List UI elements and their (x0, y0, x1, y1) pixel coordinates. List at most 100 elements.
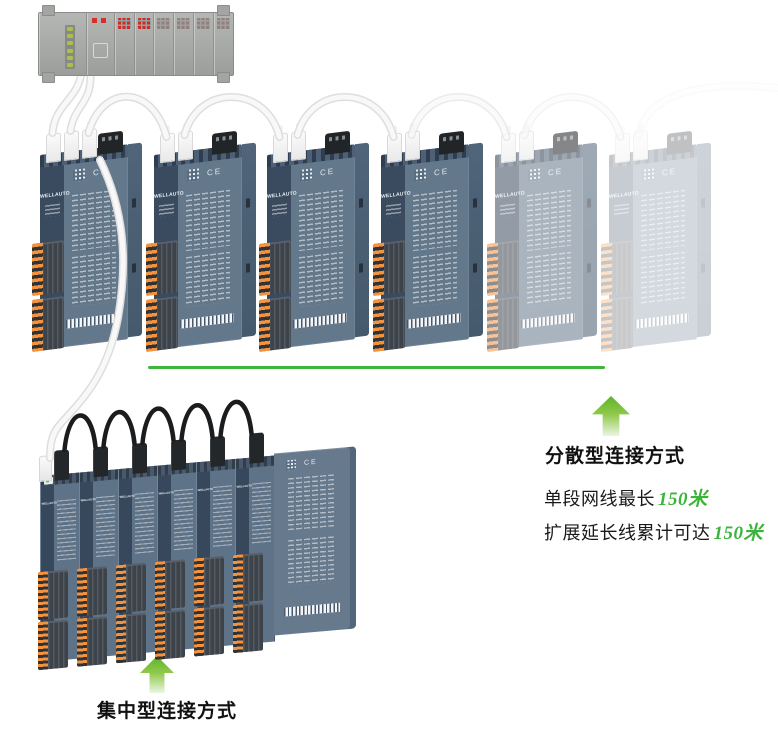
terminal-block (259, 240, 292, 296)
up-arrow-icon (140, 656, 174, 693)
ethernet-plug (500, 132, 516, 164)
terminal-block (486, 296, 519, 352)
pinout-text-rows (288, 474, 334, 531)
brand-label: WELLAUTO (153, 190, 184, 200)
ce-mark: CE (206, 166, 222, 178)
ethernet-plug (177, 130, 193, 162)
terminal-block (233, 602, 263, 654)
top-connector (249, 432, 264, 464)
terminal-block (600, 296, 633, 352)
io-module: WELLAUTO CE (486, 130, 597, 352)
brand-label: WELLAUTO (236, 483, 252, 489)
terminal-block (259, 296, 292, 352)
power-connector (325, 130, 351, 155)
brand-label: WELLAUTO (80, 497, 96, 503)
red-led-bank (117, 18, 131, 29)
pinout-text-rows (96, 495, 115, 558)
ce-mark: CE (304, 458, 318, 467)
model-text-rows (613, 203, 628, 218)
ethernet-plug (405, 130, 421, 162)
terminal-block (155, 559, 185, 610)
io-module: WELLAUTO (194, 435, 236, 657)
terminal-block (77, 616, 107, 667)
pinout-text-rows (413, 189, 458, 252)
pinout-text-rows (299, 189, 344, 252)
module-side-face (469, 142, 484, 338)
io-module: WELLAUTO CE (145, 130, 256, 352)
pinout-text-rows (526, 189, 571, 252)
ethernet-plug (291, 130, 307, 162)
io-module: WELLAUTO CE (32, 128, 142, 352)
qr-code-icon (286, 459, 296, 471)
ethernet-plug (632, 130, 648, 162)
rack-cpu-module (85, 13, 114, 75)
module-side-face (355, 142, 370, 338)
spec-line-2-value: 150米 (713, 523, 764, 544)
terminal-block (194, 605, 224, 657)
pinout-text-rows (72, 189, 116, 252)
module-arc-cable-faded (634, 81, 778, 139)
top-connector (54, 449, 69, 481)
power-connector (552, 130, 578, 155)
pinout-text-rows (288, 536, 334, 587)
top-connector (210, 435, 225, 468)
terminal-block (155, 609, 185, 660)
sd-card-slot (92, 43, 108, 58)
qr-code-icon (527, 168, 540, 182)
mounting-ear (42, 5, 55, 16)
terminal-block (77, 566, 107, 617)
terminal-block (38, 619, 68, 671)
model-text-rows (44, 203, 60, 218)
model-text-rows (271, 203, 287, 218)
model-text-rows (499, 203, 515, 218)
io-module: WELLAUTO CE (373, 130, 484, 352)
ce-mark: CE (661, 166, 677, 178)
brand-label: WELLAUTO (381, 190, 411, 200)
pinout-text-rows (213, 485, 232, 547)
power-connector (98, 130, 123, 155)
ethernet-plug (82, 128, 97, 159)
pinout-text-rows (640, 251, 685, 308)
centralized-cluster: WELLAUTO WELLAUTO WELLAUTO WELLAUTO (38, 399, 360, 671)
plc-rack (38, 5, 234, 83)
pinout-text-rows (252, 481, 271, 544)
ethernet-plug (159, 132, 175, 164)
terminal-block (32, 296, 64, 352)
dim-led-bank (217, 18, 231, 29)
ethernet-plug (387, 132, 403, 164)
power-connector (666, 130, 692, 155)
io-module: WELLAUTO (77, 446, 119, 667)
barcode-label (284, 602, 340, 617)
module-side-face (582, 142, 597, 338)
divider-line (148, 366, 605, 369)
io-module: WELLAUTO (116, 442, 158, 664)
io-module: WELLAUTO CE (259, 130, 370, 352)
rack-io-module (133, 13, 154, 75)
cluster-slabs: WELLAUTO WELLAUTO WELLAUTO WELLAUTO (38, 420, 360, 671)
power-connector (211, 130, 237, 155)
terminal-block (486, 240, 519, 296)
dim-led-bank (177, 18, 191, 29)
terminal-block (600, 240, 633, 296)
model-text-rows (158, 203, 174, 218)
ethernet-plug (518, 130, 534, 162)
terminal-block (32, 240, 64, 296)
power-connector (439, 130, 465, 155)
module-side-face (128, 142, 142, 338)
cluster-side-panel: CE (274, 446, 356, 636)
barcode-label (407, 313, 462, 329)
brand-label: WELLAUTO (40, 190, 70, 200)
green-led-strip (65, 25, 75, 69)
up-arrow-icon (592, 396, 630, 436)
barcode-label (634, 313, 689, 329)
barcode-label (66, 313, 120, 329)
ethernet-plug (64, 130, 79, 162)
ce-mark: CE (320, 166, 336, 178)
pinout-text-rows (174, 488, 193, 551)
io-module: WELLAUTO (155, 439, 197, 660)
qr-code-icon (414, 168, 427, 182)
red-led-bank (137, 18, 151, 29)
brand-label: WELLAUTO (41, 500, 57, 506)
top-connector (93, 446, 108, 478)
io-module: WELLAUTO (233, 432, 275, 654)
